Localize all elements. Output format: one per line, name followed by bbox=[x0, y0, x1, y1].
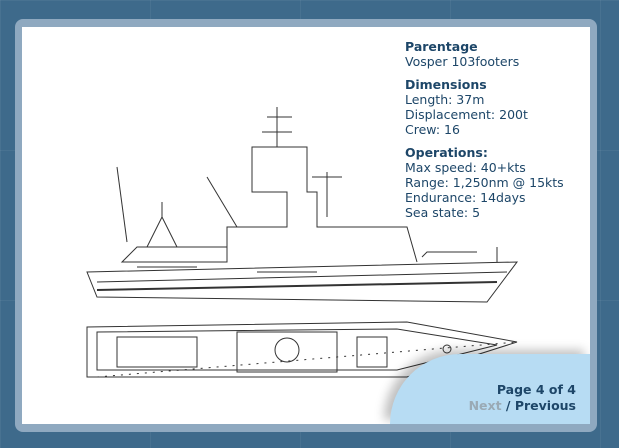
parentage-value: Vosper 103footers bbox=[405, 54, 520, 69]
pager-separator: / bbox=[501, 398, 515, 413]
dimensions-heading: Dimensions bbox=[405, 77, 487, 92]
max-speed-value: Max speed: 40+kts bbox=[405, 160, 526, 175]
ship-drawing bbox=[86, 107, 519, 378]
ship-side-elevation bbox=[86, 107, 519, 303]
parentage-section: Parentage Vosper 103footers bbox=[405, 39, 564, 69]
next-link[interactable]: Next bbox=[468, 398, 502, 413]
parentage-heading: Parentage bbox=[405, 39, 478, 54]
page-indicator: Page 4 of 4 bbox=[496, 382, 576, 397]
previous-link[interactable]: Previous bbox=[514, 398, 576, 413]
length-value: Length: 37m bbox=[405, 92, 485, 107]
content-area: Parentage Vosper 103footers Dimensions L… bbox=[22, 27, 590, 424]
content-panel: Parentage Vosper 103footers Dimensions L… bbox=[15, 19, 597, 432]
operations-section: Operations: Max speed: 40+kts Range: 1,2… bbox=[405, 145, 564, 220]
pager-corner bbox=[390, 354, 590, 424]
sea-state-value: Sea state: 5 bbox=[405, 205, 481, 220]
endurance-value: Endurance: 14days bbox=[405, 190, 526, 205]
operations-heading: Operations: bbox=[405, 145, 488, 160]
pager: Page 4 of 4 Next / Previous bbox=[469, 382, 576, 414]
displacement-value: Displacement: 200t bbox=[405, 107, 528, 122]
range-value: Range: 1,250nm @ 15kts bbox=[405, 175, 564, 190]
specs-panel: Parentage Vosper 103footers Dimensions L… bbox=[405, 39, 564, 228]
dimensions-section: Dimensions Length: 37m Displacement: 200… bbox=[405, 77, 564, 137]
crew-value: Crew: 16 bbox=[405, 122, 460, 137]
